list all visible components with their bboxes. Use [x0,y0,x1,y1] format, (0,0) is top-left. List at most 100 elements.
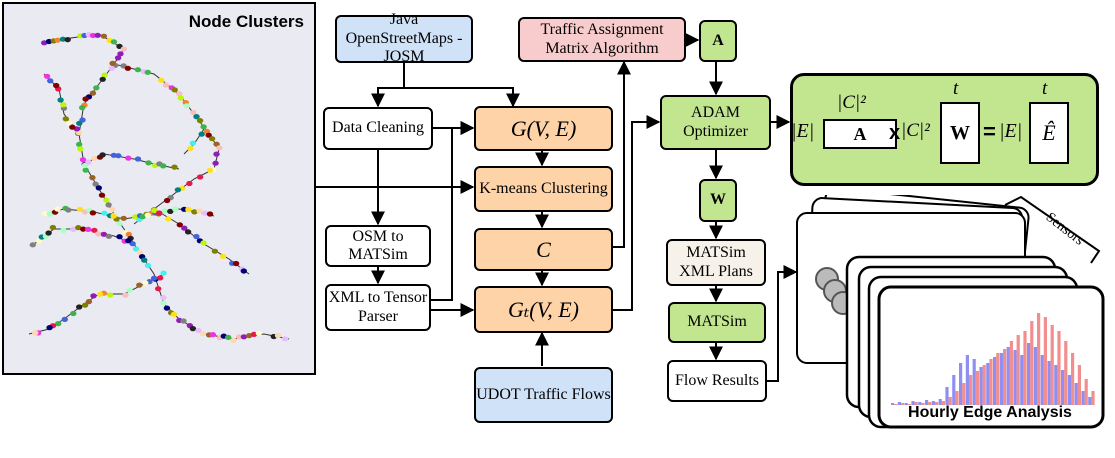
arrow-josm-datacleaning [371,63,405,108]
cluster-node [230,337,237,343]
cluster-node [89,90,97,96]
histogram-bar-red [1043,317,1047,405]
w-matrix-label: W [710,191,726,209]
arrow-xml-gve [430,121,475,301]
gt-ve-label: Gₜ(V, E) [507,296,579,322]
cluster-node [85,299,93,305]
cluster-node [219,253,227,259]
cluster-node [246,333,253,339]
histogram-bar-blue [979,367,983,405]
eq-e-right: |E| [999,120,1023,142]
cluster-node [189,326,197,332]
histogram-bar-red [1050,325,1054,405]
cluster-node [45,230,52,236]
cluster-node [109,206,116,212]
cluster-node [101,72,108,78]
cluster-node [105,202,112,208]
cluster-node [134,156,142,162]
cluster-node [186,180,193,187]
cluster-node [163,305,171,311]
cluster-node [155,286,162,292]
cluster-node [106,292,114,298]
arrow-c-traffic [612,60,631,248]
cluster-node [132,214,139,220]
cluster-node [95,231,102,237]
cluster-node [110,213,117,219]
cluster-node [208,136,216,142]
cluster-node [142,280,149,286]
cluster-node [89,210,97,216]
sensor-stack [796,195,1105,429]
cluster-node [160,295,167,301]
cluster-node [160,300,167,306]
cluster-node [32,330,39,336]
arrow-gt-adam [612,115,661,311]
xml-tensor-label: XML to Tensor Parser [328,289,428,325]
histogram-bar-red [969,375,973,405]
cluster-node [89,175,96,181]
cluster-node [76,120,83,126]
josm-label: Java OpenStreetMaps - JOSM [345,11,463,66]
eq-times: x [889,122,901,144]
histogram-bar-red [1003,349,1007,405]
cluster-node [196,118,204,124]
histogram-bar-red [941,401,945,405]
histogram-bar-blue [1033,347,1037,405]
cluster-node [191,209,198,215]
cluster-node [212,160,219,166]
histogram-bar-red [1091,391,1095,405]
cluster-node [101,210,108,216]
histogram-bar-red [996,353,1000,405]
histogram-bar-blue [1081,391,1085,405]
histogram-bar-blue [993,357,997,405]
matsim-xml-box: MATSim XML Plans [666,239,766,286]
histogram-bar-blue [959,363,963,405]
cluster-node [90,293,97,299]
cluster-node [46,211,53,217]
cluster-node [94,32,101,38]
eq-a-label: A [853,123,867,144]
cluster-node [235,334,243,340]
cluster-node [151,207,158,214]
flow-results-box: Flow Results [667,360,767,402]
histogram-bar-red [1084,379,1088,405]
arrow-josm-gve [404,87,520,108]
a-matrix-label: A [712,31,724,49]
cluster-node [200,240,207,246]
cluster-node [29,242,36,248]
data-cleaning-box: Data Cleaning [323,107,433,150]
histogram-bar-blue [1020,355,1024,405]
hourly-edge-histogram [891,313,1095,405]
cluster-node [81,162,89,169]
histogram-bar-red [1016,335,1020,405]
g-ve-label: G(V, E) [510,115,577,141]
cluster-node [45,38,53,45]
cluster-node [76,141,83,147]
cluster-node [85,159,92,165]
cluster-node [198,131,205,137]
histogram-bar-blue [1027,343,1031,405]
histogram-bar-red [1071,353,1075,405]
cluster-node [144,212,151,218]
cluster-node [117,51,124,57]
cluster-node [216,145,223,151]
kmeans-label: K-means Clustering [479,179,608,197]
cluster-node [99,152,106,158]
cluster-node [114,55,122,61]
histogram-bar-blue [1074,383,1078,405]
cluster-node [82,167,89,173]
cluster-node [281,336,289,342]
histogram-bar-red [1077,365,1081,405]
cluster-node [240,268,247,274]
histogram-bar-red [901,403,905,405]
cluster-node [89,32,97,39]
cluster-node [184,229,192,235]
cluster-node [100,33,108,39]
road-segment [43,33,290,340]
cluster-node [82,96,89,102]
cluster-node [76,206,84,212]
cluster-node [136,249,144,255]
cluster-node [92,181,99,187]
cluster-node [93,85,100,91]
cluster-node [199,331,207,337]
